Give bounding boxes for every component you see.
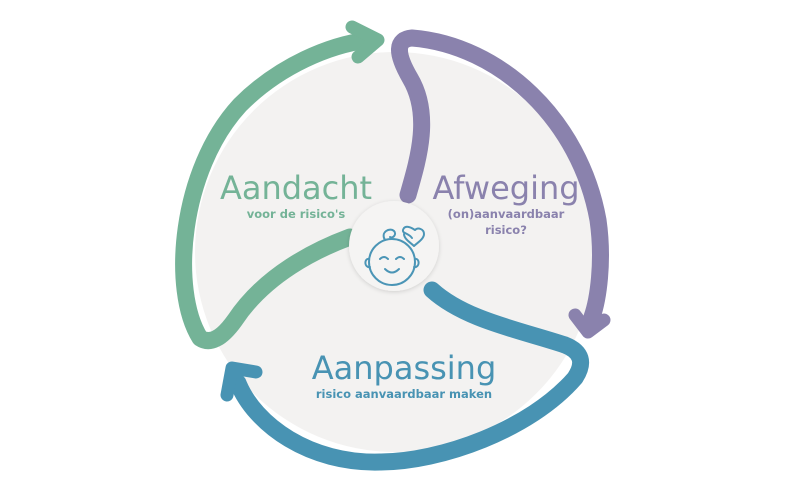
aandacht-arrow: [175, 31, 377, 350]
aanpassing-title: Aanpassing: [312, 349, 497, 387]
afweging-subtitle-line-2: risico?: [485, 223, 527, 237]
afweging-title: Afweging: [432, 169, 579, 207]
aandacht-subtitle: voor de risico's: [247, 207, 346, 221]
aanpassing-arrow: [229, 281, 590, 471]
center-circle: [349, 201, 439, 291]
aandacht-title: Aandacht: [220, 169, 372, 207]
afweging-arrowhead: [568, 308, 611, 339]
baby-face-with-heart-icon: [364, 225, 425, 286]
afweging-subtitle-line-1: (on)aanvaardbaar: [448, 207, 565, 221]
aanpassing-arrowhead: [220, 361, 263, 402]
aandacht-arrowhead: [345, 20, 385, 64]
afweging-arrow: [391, 29, 609, 326]
aanpassing-subtitle: risico aanvaardbaar maken: [316, 387, 492, 401]
